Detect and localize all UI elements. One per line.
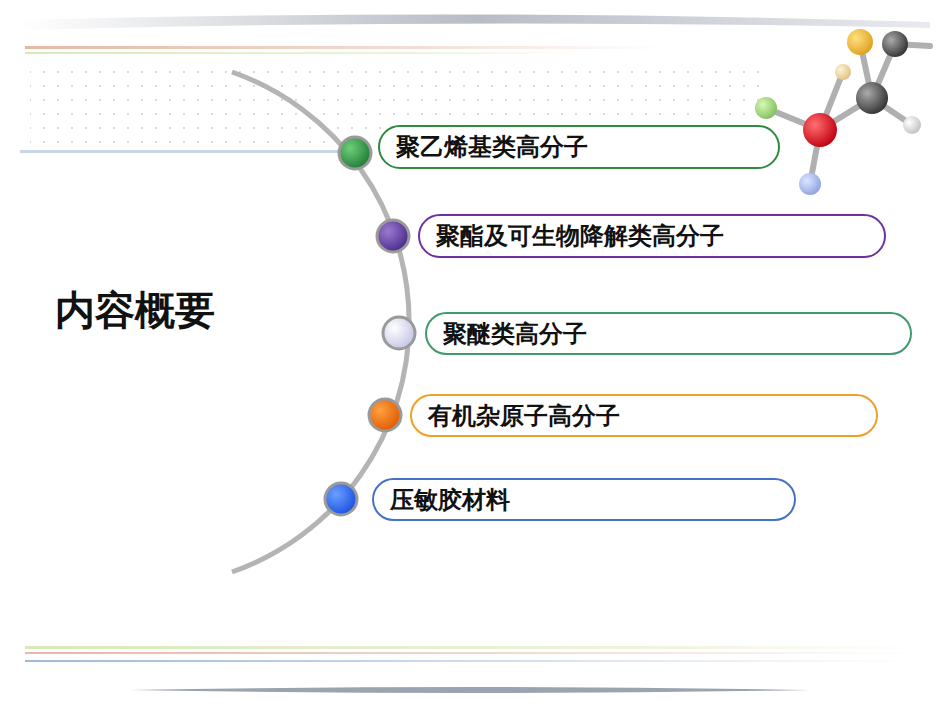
blue-line xyxy=(20,150,350,153)
molecule xyxy=(755,29,930,195)
bottom-line xyxy=(25,646,915,649)
bottom-line xyxy=(25,660,915,662)
topic-text: 聚醚类高分子 xyxy=(427,318,607,350)
bottom-swoosh xyxy=(130,687,810,693)
bottom-line xyxy=(25,652,915,654)
bullet-ball xyxy=(377,220,409,252)
top-line xyxy=(25,46,665,49)
bullet-ball xyxy=(383,317,415,349)
topic-box: 聚酯及可生物降解类高分子 xyxy=(418,214,886,258)
bullet-ball xyxy=(325,483,357,515)
slide-title: 内容概要 xyxy=(55,283,215,338)
topic-text: 聚酯及可生物降解类高分子 xyxy=(420,220,744,252)
bullet-balls xyxy=(325,137,415,515)
topic-box: 聚醚类高分子 xyxy=(425,312,912,355)
bullet-ball xyxy=(369,399,401,431)
topic-box: 有机杂原子高分子 xyxy=(410,394,878,437)
topic-box: 聚乙烯基类高分子 xyxy=(378,125,780,169)
topic-text: 压敏胶材料 xyxy=(374,484,530,516)
bullet-ball xyxy=(339,137,371,169)
topic-box: 压敏胶材料 xyxy=(372,478,796,521)
topic-text: 有机杂原子高分子 xyxy=(412,400,640,432)
topic-text: 聚乙烯基类高分子 xyxy=(380,131,608,163)
top-line xyxy=(25,52,585,54)
top-band xyxy=(20,14,930,30)
